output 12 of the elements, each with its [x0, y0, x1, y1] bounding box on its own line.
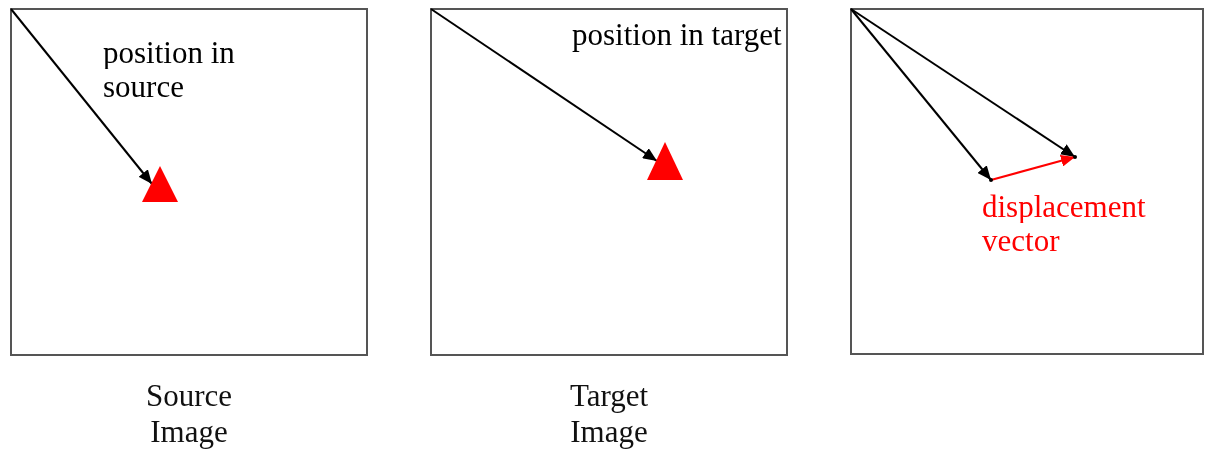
vector-tip-point	[1073, 155, 1077, 159]
arrow	[850, 8, 992, 181]
triangle-marker	[142, 166, 178, 202]
arrow	[10, 8, 153, 185]
triangle-marker	[647, 142, 683, 180]
panel-caption: Source Image	[144, 378, 234, 450]
image-frame	[850, 8, 1204, 355]
arrow	[850, 8, 1076, 158]
panel-caption: Target Image	[568, 378, 650, 450]
arrow	[430, 8, 658, 162]
arrow	[990, 154, 1076, 181]
vector-tip-point	[989, 178, 993, 182]
